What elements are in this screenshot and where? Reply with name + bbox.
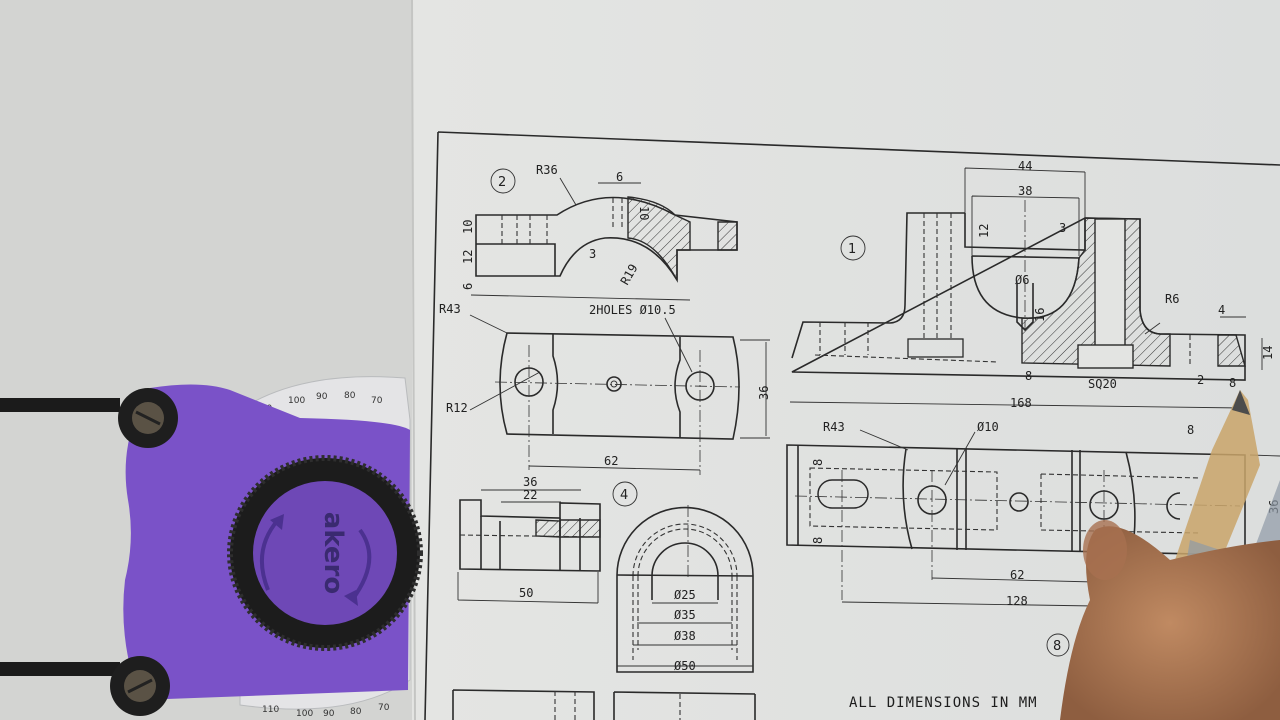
svg-text:70: 70 xyxy=(378,703,390,713)
rotate-arrow-icon-2 xyxy=(350,528,372,602)
svg-text:62: 62 xyxy=(1010,568,1024,582)
svg-text:70: 70 xyxy=(371,396,383,406)
svg-text:14: 14 xyxy=(1261,346,1275,360)
svg-text:2: 2 xyxy=(1197,373,1204,387)
svg-text:22: 22 xyxy=(523,488,537,502)
svg-text:10: 10 xyxy=(461,220,475,234)
drafting-compass: 110 100 90 80 70 110 100 90 80 70 akero xyxy=(0,376,423,719)
svg-text:Ø25: Ø25 xyxy=(674,588,696,602)
svg-text:80: 80 xyxy=(350,707,362,717)
svg-text:8: 8 xyxy=(1025,369,1032,383)
svg-text:Ø6: Ø6 xyxy=(1015,273,1029,287)
paper-edge xyxy=(411,0,416,720)
svg-text:50: 50 xyxy=(519,586,533,600)
svg-text:6: 6 xyxy=(616,170,623,184)
svg-text:2HOLES Ø10.5: 2HOLES Ø10.5 xyxy=(589,303,676,317)
svg-text:Ø38: Ø38 xyxy=(674,629,696,643)
svg-text:100: 100 xyxy=(288,396,305,406)
svg-text:Ø10: Ø10 xyxy=(977,420,999,434)
svg-text:4: 4 xyxy=(620,488,628,503)
svg-text:36: 36 xyxy=(523,475,537,489)
part-2-plan: R43 2HOLES Ø10.5 R12 36 62 xyxy=(439,302,771,475)
svg-text:110: 110 xyxy=(262,705,279,715)
hand xyxy=(1060,520,1280,720)
rotate-arrow-icon xyxy=(260,518,280,591)
svg-text:R43: R43 xyxy=(823,420,845,434)
part-8-marker: 8 xyxy=(1046,633,1070,657)
svg-text:80: 80 xyxy=(344,391,356,401)
svg-text:128: 128 xyxy=(1006,594,1028,608)
units-note: ALL DIMENSIONS IN MM xyxy=(849,695,1038,711)
svg-text:3: 3 xyxy=(1059,221,1066,235)
svg-text:38: 38 xyxy=(1018,184,1032,198)
svg-text:8: 8 xyxy=(811,459,825,466)
compass-leg-bottom xyxy=(0,662,120,676)
svg-text:12: 12 xyxy=(461,250,475,264)
svg-text:3: 3 xyxy=(589,247,596,261)
svg-text:16: 16 xyxy=(1033,308,1047,322)
svg-text:8: 8 xyxy=(1187,423,1194,437)
svg-text:8: 8 xyxy=(1229,376,1236,390)
part-4: 36 22 50 4 Ø25 Ø35 Ø38 Ø50 xyxy=(452,475,756,720)
svg-text:90: 90 xyxy=(323,709,335,719)
svg-text:62: 62 xyxy=(604,454,618,468)
svg-text:6: 6 xyxy=(461,283,475,290)
drawing-border xyxy=(424,131,1280,720)
part-1-plan: R43 Ø10 8 8 8 36 62 128 xyxy=(786,420,1280,608)
svg-text:168: 168 xyxy=(1010,396,1032,410)
svg-text:1: 1 xyxy=(848,242,856,257)
svg-text:8: 8 xyxy=(811,537,825,544)
svg-text:36: 36 xyxy=(757,386,771,400)
part-2-label: 2 xyxy=(498,175,506,190)
svg-text:Ø50: Ø50 xyxy=(674,659,696,673)
svg-text:12: 12 xyxy=(977,224,991,238)
svg-text:Ø35: Ø35 xyxy=(674,608,696,622)
compass-leg-top xyxy=(0,398,120,412)
svg-text:44: 44 xyxy=(1018,159,1032,173)
svg-text:SQ20: SQ20 xyxy=(1088,377,1117,391)
svg-text:90: 90 xyxy=(316,392,328,402)
svg-text:4: 4 xyxy=(1218,303,1225,317)
svg-text:8: 8 xyxy=(1053,639,1061,654)
svg-text:R43: R43 xyxy=(439,302,461,316)
svg-text:R36: R36 xyxy=(536,163,558,177)
part-1-elevation: 1 44 38 12 3 Ø6 16 R6 4 14 8 SQ20 2 8 16… xyxy=(789,159,1275,410)
svg-text:10: 10 xyxy=(637,206,651,220)
svg-text:R12: R12 xyxy=(446,401,468,415)
svg-text:100: 100 xyxy=(296,709,313,719)
compass-brand: akero xyxy=(318,512,348,594)
svg-text:R6: R6 xyxy=(1165,292,1179,306)
